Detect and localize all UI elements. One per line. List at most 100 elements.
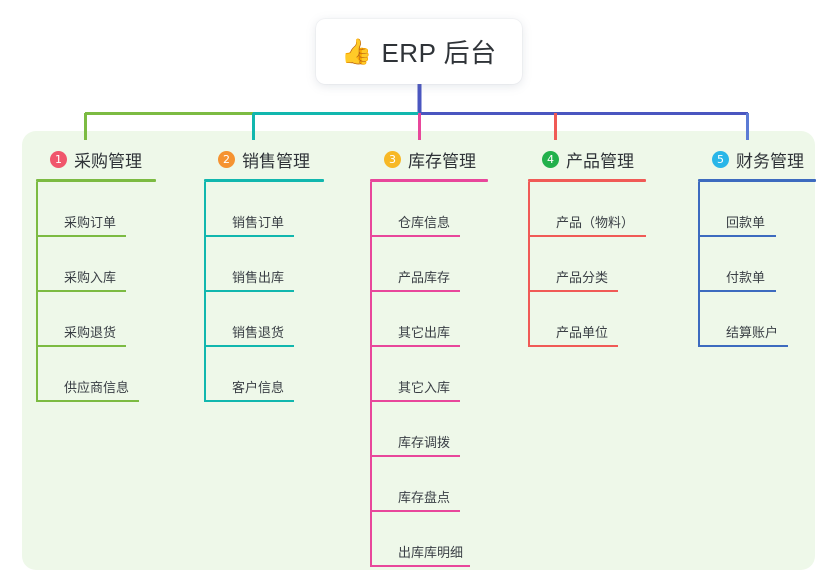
branch-underline xyxy=(698,179,816,182)
branch-underline xyxy=(36,179,156,182)
list-item-underline xyxy=(370,345,460,347)
list-item-label: 库存盘点 xyxy=(398,490,451,505)
list-item[interactable]: 其它入库 xyxy=(370,347,520,402)
list-item-underline xyxy=(698,235,776,237)
branch-items: 回款单 付款单 结算账户 xyxy=(698,182,839,347)
list-item[interactable]: 产品分类 xyxy=(528,237,698,292)
branch-column-sales: 2 销售管理 销售订单 销售出库 销售退货 客户信息 xyxy=(204,147,354,402)
list-item-label: 付款单 xyxy=(726,270,766,285)
list-item-underline xyxy=(36,235,126,237)
branch-spine xyxy=(370,182,372,567)
branch-header[interactable]: 2 销售管理 xyxy=(204,147,354,171)
list-item-label: 库存调拨 xyxy=(398,435,451,450)
thumbs-up-icon: 👍 xyxy=(341,38,373,66)
diagram-panel xyxy=(22,131,815,570)
branch-index-badge: 3 xyxy=(384,150,401,168)
list-item[interactable]: 销售退货 xyxy=(204,292,354,347)
branch-items: 产品（物料） 产品分类 产品单位 xyxy=(528,182,698,347)
list-item-label: 结算账户 xyxy=(726,325,779,340)
list-item[interactable]: 库存盘点 xyxy=(370,457,520,512)
branch-index-badge: 4 xyxy=(542,150,559,168)
branch-title: 库存管理 xyxy=(408,151,476,171)
branch-underline xyxy=(204,179,324,182)
list-item-label: 产品单位 xyxy=(556,325,609,340)
branch-header[interactable]: 3 库存管理 xyxy=(370,147,520,171)
list-item-label: 产品分类 xyxy=(556,270,609,285)
branch-items: 采购订单 采购入库 采购退货 供应商信息 xyxy=(36,182,186,402)
list-item-underline xyxy=(204,345,294,347)
list-item-label: 产品库存 xyxy=(398,270,451,285)
list-item-underline xyxy=(528,235,646,237)
list-item-label: 采购订单 xyxy=(64,215,117,230)
list-item-label: 回款单 xyxy=(726,215,766,230)
branch-spine xyxy=(528,182,530,347)
page-title: ERP 后台 xyxy=(381,38,497,68)
list-item-label: 销售退货 xyxy=(232,325,285,340)
branch-header[interactable]: 5 财务管理 xyxy=(698,147,839,171)
list-item-underline xyxy=(370,290,460,292)
branch-underline xyxy=(528,179,646,182)
list-item[interactable]: 其它出库 xyxy=(370,292,520,347)
list-item[interactable]: 采购入库 xyxy=(36,237,186,292)
list-item[interactable]: 采购订单 xyxy=(36,182,186,237)
list-item-underline xyxy=(204,290,294,292)
list-item-underline xyxy=(528,290,618,292)
branch-index-badge: 1 xyxy=(50,150,67,168)
branch-spine xyxy=(698,182,700,347)
root-node-card[interactable]: 👍 ERP 后台 xyxy=(316,19,522,84)
list-item-label: 仓库信息 xyxy=(398,215,451,230)
branch-items: 销售订单 销售出库 销售退货 客户信息 xyxy=(204,182,354,402)
list-item-label: 出库库明细 xyxy=(398,545,464,560)
branch-title: 财务管理 xyxy=(736,151,804,171)
branch-underline xyxy=(370,179,488,182)
list-item-underline xyxy=(36,345,126,347)
list-item-underline xyxy=(370,235,460,237)
list-item-underline xyxy=(698,345,788,347)
branch-items: 仓库信息 产品库存 其它出库 其它入库 库存调拨 库存盘点 xyxy=(370,182,520,567)
list-item-label: 客户信息 xyxy=(232,380,285,395)
list-item[interactable]: 仓库信息 xyxy=(370,182,520,237)
list-item-underline xyxy=(698,290,776,292)
list-item[interactable]: 产品（物料） xyxy=(528,182,698,237)
list-item[interactable]: 产品库存 xyxy=(370,237,520,292)
list-item[interactable]: 库存调拨 xyxy=(370,402,520,457)
list-item-underline xyxy=(528,345,618,347)
list-item-label: 采购退货 xyxy=(64,325,117,340)
list-item-underline xyxy=(370,455,460,457)
branch-column-purchasing: 1 采购管理 采购订单 采购入库 采购退货 供应商信息 xyxy=(36,147,186,402)
list-item-label: 产品（物料） xyxy=(556,215,635,230)
list-item[interactable]: 出库库明细 xyxy=(370,512,520,567)
branch-title: 采购管理 xyxy=(74,151,142,171)
list-item[interactable]: 付款单 xyxy=(698,237,839,292)
list-item[interactable]: 客户信息 xyxy=(204,347,354,402)
list-item[interactable]: 采购退货 xyxy=(36,292,186,347)
list-item[interactable]: 结算账户 xyxy=(698,292,839,347)
branch-header[interactable]: 4 产品管理 xyxy=(528,147,698,171)
list-item-label: 其它入库 xyxy=(398,380,451,395)
list-item-label: 供应商信息 xyxy=(64,380,130,395)
list-item-underline xyxy=(204,235,294,237)
list-item-label: 其它出库 xyxy=(398,325,451,340)
list-item[interactable]: 销售出库 xyxy=(204,237,354,292)
list-item-label: 采购入库 xyxy=(64,270,117,285)
branch-column-inventory: 3 库存管理 仓库信息 产品库存 其它出库 其它入库 库存调拨 xyxy=(370,147,520,567)
branch-index-badge: 5 xyxy=(712,150,729,168)
list-item[interactable]: 回款单 xyxy=(698,182,839,237)
branch-index-badge: 2 xyxy=(218,150,235,168)
branch-column-product: 4 产品管理 产品（物料） 产品分类 产品单位 xyxy=(528,147,698,347)
branch-spine xyxy=(204,182,206,402)
branch-title: 产品管理 xyxy=(566,151,634,171)
branch-header[interactable]: 1 采购管理 xyxy=(36,147,186,171)
list-item-underline xyxy=(36,400,139,402)
list-item-label: 销售订单 xyxy=(232,215,285,230)
list-item[interactable]: 销售订单 xyxy=(204,182,354,237)
list-item[interactable]: 产品单位 xyxy=(528,292,698,347)
branch-column-finance: 5 财务管理 回款单 付款单 结算账户 xyxy=(698,147,839,347)
list-item[interactable]: 供应商信息 xyxy=(36,347,186,402)
list-item-underline xyxy=(370,565,470,567)
list-item-underline xyxy=(370,510,460,512)
list-item-underline xyxy=(204,400,294,402)
branch-spine xyxy=(36,182,38,402)
branch-title: 销售管理 xyxy=(242,151,310,171)
